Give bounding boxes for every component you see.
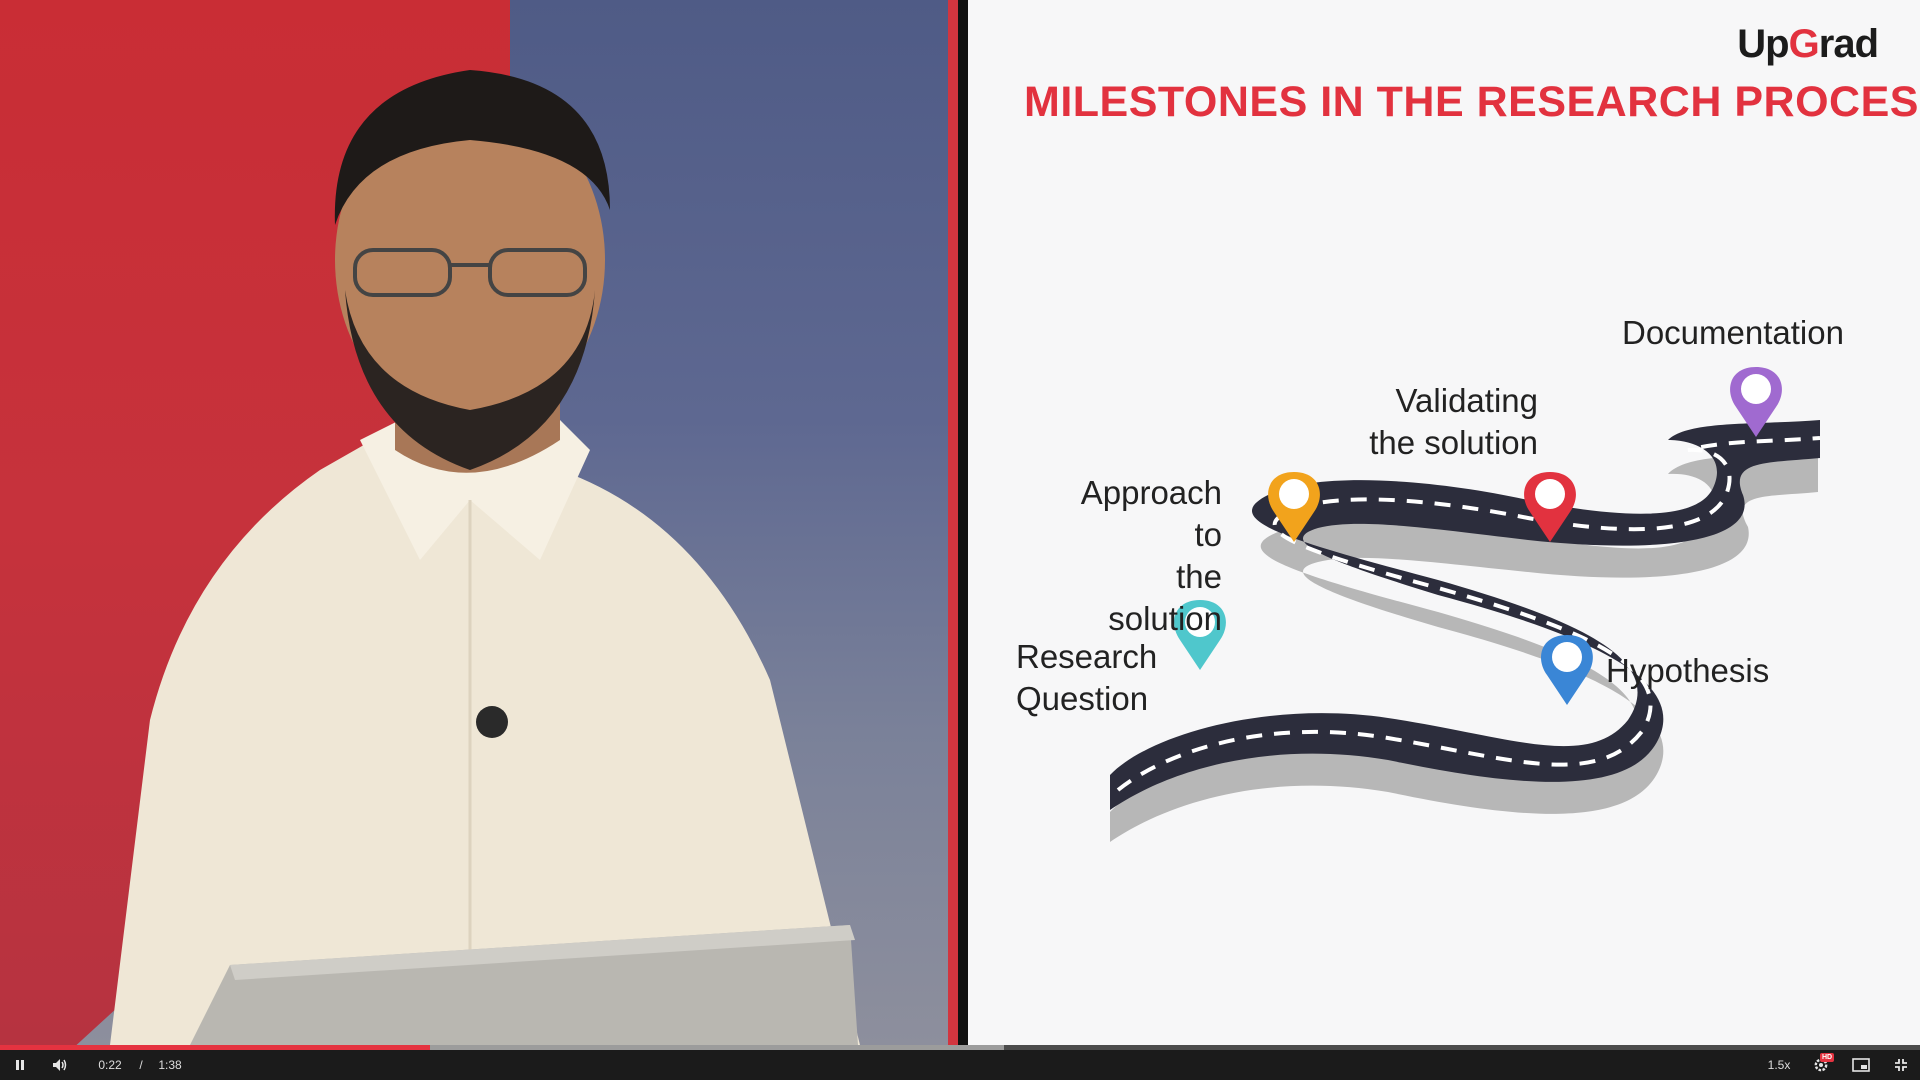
- logo-prefix: Up: [1737, 22, 1789, 66]
- milestone-label-line: Research: [1016, 638, 1158, 675]
- exit-fullscreen-button[interactable]: [1886, 1050, 1916, 1080]
- exit-fullscreen-icon: [1895, 1059, 1907, 1071]
- time-separator: /: [139, 1058, 143, 1072]
- milestone-label-validating: Validating the solution: [1348, 380, 1538, 464]
- pin-hypothesis: [1541, 635, 1593, 705]
- played-progress: [0, 1045, 431, 1050]
- logo-accent: G: [1788, 22, 1820, 66]
- volume-icon: [53, 1059, 67, 1071]
- milestone-label-line: Documentation: [1622, 314, 1844, 351]
- milestone-label-research-question: Research Question: [1016, 636, 1157, 720]
- current-time: 0:22: [98, 1058, 122, 1072]
- buffered-progress: [0, 1045, 1005, 1050]
- seek-bar[interactable]: [0, 1045, 1920, 1050]
- milestone-label-line: the solution: [1369, 424, 1538, 461]
- milestone-label-line: Validating: [1395, 382, 1539, 419]
- milestone-label-hypothesis: Hypothesis: [1606, 650, 1769, 692]
- volume-button[interactable]: [46, 1050, 74, 1080]
- playback-speed-button[interactable]: 1.5x: [1767, 1058, 1791, 1072]
- pin-validating: [1524, 472, 1576, 542]
- roadmap-illustration: [1110, 367, 1821, 842]
- slide-title: MILESTONES IN THE RESEARCH PROCESS: [1024, 78, 1920, 126]
- logo-suffix: rad: [1818, 22, 1879, 66]
- hd-badge: HD: [1820, 1053, 1835, 1062]
- milestone-label-documentation: Documentation: [1622, 312, 1844, 354]
- milestone-label-line: Question: [1016, 680, 1149, 717]
- milestone-label-line: Approach to: [1080, 474, 1222, 553]
- presenter-video-area: [0, 0, 958, 1045]
- miniplayer-button[interactable]: [1846, 1050, 1876, 1080]
- presenter-figure: [110, 70, 860, 1045]
- duration: 1:38: [158, 1058, 182, 1072]
- milestone-label-approach: Approach to the solution: [1062, 472, 1222, 640]
- pin-documentation: [1730, 367, 1782, 437]
- pause-icon: [16, 1060, 24, 1070]
- milestone-label-line: the solution: [1108, 558, 1222, 637]
- slide-divider: [948, 0, 958, 1045]
- settings-icon: [1814, 1058, 1828, 1072]
- pin-approach: [1268, 472, 1320, 542]
- settings-button[interactable]: HD: [1806, 1050, 1836, 1080]
- milestone-label-line: Hypothesis: [1606, 652, 1770, 689]
- brand-logo: UpGrad: [1737, 22, 1879, 67]
- lecture-slide: UpGrad MILESTONES IN THE RESEARCH PROCES…: [968, 0, 1920, 1045]
- miniplayer-icon: [1852, 1058, 1870, 1072]
- pin-research-question: [1174, 600, 1226, 670]
- pause-button[interactable]: [6, 1050, 34, 1080]
- control-bar: 0:22 / 1:38 1.5x HD: [0, 1050, 1920, 1080]
